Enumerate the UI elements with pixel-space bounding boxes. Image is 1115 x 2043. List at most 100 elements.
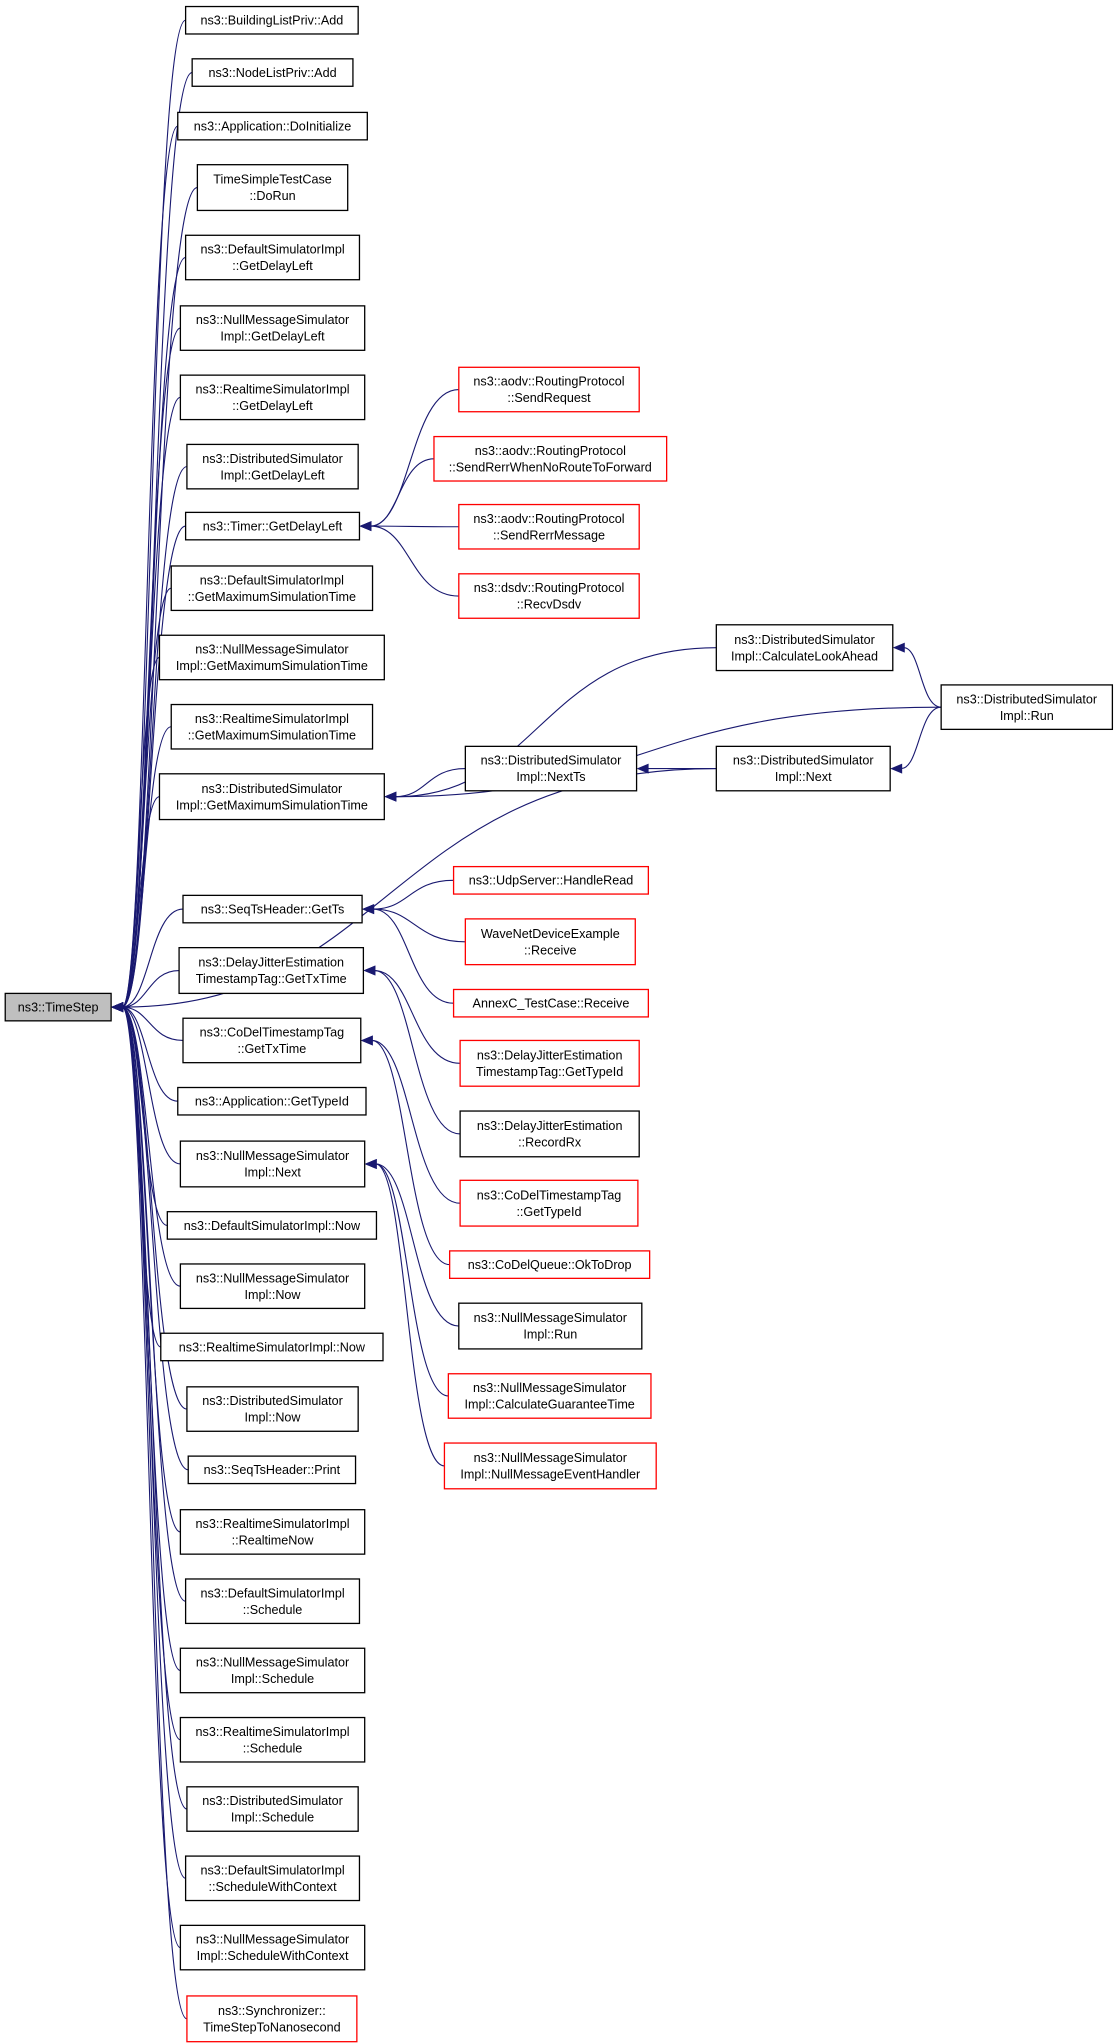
node-label: ns3::SeqTsHeader::Print — [204, 1463, 341, 1477]
edge-drun-to-dnext — [901, 706, 942, 770]
node-ns3-realtimesimulatorimpl-getdelayleft[interactable]: ns3::RealtimeSimulatorImpl::GetDelayLeft — [179, 374, 366, 421]
node-ns3-aodv-routingprotocol-sendrerrwhennoroutetoforward[interactable]: ns3::aodv::RoutingProtocol::SendRerrWhen… — [433, 435, 668, 482]
node-ns3-application-gettypeid[interactable]: ns3::Application::GetTypeId — [177, 1086, 367, 1116]
node-ns3-realtimesimulatorimpl-schedule[interactable]: ns3::RealtimeSimulatorImpl::Schedule — [179, 1716, 366, 1763]
node-timesimpletestcase-dorun[interactable]: TimeSimpleTestCase::DoRun — [196, 164, 349, 212]
node-ns3-distributedsimulator-impl-calculatelookahead[interactable]: ns3::DistributedSimulatorImpl::Calculate… — [715, 624, 894, 672]
node-ns3-timer-getdelayleft[interactable]: ns3::Timer::GetDelayLeft — [184, 511, 361, 541]
node-label: Impl::Run — [1000, 709, 1054, 723]
edge-nmrun-to-nmnext — [375, 1163, 459, 1327]
node-ns3-codeltimestamptag-gettxtime[interactable]: ns3::CoDelTimestampTag::GetTxTime — [182, 1017, 362, 1064]
node-ns3-codelqueue-oktodrop[interactable]: ns3::CoDelQueue::OkToDrop — [449, 1250, 651, 1279]
node-label: ns3::dsdv::RoutingProtocol — [474, 581, 625, 595]
node-ns3-defaultsimulatorimpl-schedulewithcontext[interactable]: ns3::DefaultSimulatorImpl::ScheduleWithC… — [184, 1855, 361, 1902]
node-label: ns3::DefaultSimulatorImpl — [200, 1863, 344, 1877]
node-ns3-defaultsimulatorimpl-getdelayleft[interactable]: ns3::DefaultSimulatorImpl::GetDelayLeft — [184, 234, 361, 281]
node-label: ::DoRun — [249, 189, 295, 203]
node-box — [458, 1302, 643, 1350]
node-ns3-realtimesimulatorimpl-realtimenow[interactable]: ns3::RealtimeSimulatorImpl::RealtimeNow — [179, 1509, 366, 1555]
node-label: ::GetDelayLeft — [232, 399, 313, 413]
node-label: ns3::DistributedSimulator — [202, 1794, 343, 1808]
node-ns3-defaultsimulatorimpl-getmaximumsimulationtime[interactable]: ns3::DefaultSimulatorImpl::GetMaximumSim… — [170, 565, 374, 612]
node-label: ns3::RealtimeSimulatorImpl — [196, 383, 350, 397]
edge-n29-to-ts — [121, 1006, 187, 1879]
edges-layer — [111, 19, 942, 2020]
node-ns3-distributedsimulator-impl-getmaximumsimulationtime[interactable]: ns3::DistributedSimulatorImpl::GetMaximu… — [158, 773, 385, 821]
node-ns3-realtimesimulatorimpl-now[interactable]: ns3::RealtimeSimulatorImpl::Now — [160, 1332, 384, 1362]
edge-n11-to-ts — [121, 656, 160, 1008]
node-ns3-timestep[interactable]: ns3::TimeStep — [4, 992, 112, 1022]
edge-n12-to-ts — [121, 726, 172, 1008]
node-box — [447, 1373, 652, 1419]
node-label: Impl::Next — [775, 770, 832, 784]
arrowhead — [892, 642, 905, 653]
node-ns3-defaultsimulatorimpl-now[interactable]: ns3::DefaultSimulatorImpl::Now — [166, 1211, 378, 1240]
edge-nmhandler-to-nmnext — [375, 1163, 445, 1467]
node-ns3-seqtsheader-print[interactable]: ns3::SeqTsHeader::Print — [187, 1455, 357, 1485]
node-ns3-aodv-routingprotocol-sendrerrmessage[interactable]: ns3::aodv::RoutingProtocol::SendRerrMess… — [458, 503, 640, 550]
node-ns3-nullmessagesimulator-impl-getdelayleft[interactable]: ns3::NullMessageSimulatorImpl::GetDelayL… — [179, 305, 366, 351]
node-ns3-defaultsimulatorimpl-schedule[interactable]: ns3::DefaultSimulatorImpl::Schedule — [184, 1578, 361, 1625]
edge-annex-to-seqts — [373, 908, 454, 1004]
node-ns3-distributedsimulator-impl-getdelayleft[interactable]: ns3::DistributedSimulatorImpl::GetDelayL… — [186, 443, 359, 490]
node-label: ns3::Synchronizer:: — [218, 2004, 326, 2018]
node-ns3-udpserver-handleread[interactable]: ns3::UdpServer::HandleRead — [452, 865, 649, 895]
node-label: WaveNetDeviceExample — [481, 927, 620, 941]
node-label: Impl::CalculateLookAhead — [731, 649, 878, 663]
node-ns3-aodv-routingprotocol-sendrequest[interactable]: ns3::aodv::RoutingProtocol::SendRequest — [458, 366, 640, 413]
node-label: ns3::RealtimeSimulatorImpl::Now — [179, 1340, 366, 1354]
node-label: ::GetMaximumSimulationTime — [188, 728, 356, 742]
node-label: ns3::NullMessageSimulator — [196, 1656, 349, 1670]
node-ns3-delayjitterestimation-timestamptag-gettxtime[interactable]: ns3::DelayJitterEstimationTimestampTag::… — [178, 946, 365, 995]
node-ns3-nullmessagesimulator-impl-schedulewithcontext[interactable]: ns3::NullMessageSimulatorImpl::ScheduleW… — [179, 1924, 366, 1971]
node-box — [179, 1716, 366, 1763]
node-ns3-codeltimestamptag-gettypeid[interactable]: ns3::CoDelTimestampTag::GetTypeId — [459, 1179, 639, 1227]
node-ns3-delayjitterestimation-timestamptag-gettypeid[interactable]: ns3::DelayJitterEstimationTimestampTag::… — [459, 1039, 640, 1087]
node-label: Impl::Now — [245, 1411, 302, 1425]
edge-n17-to-ts — [122, 1006, 178, 1102]
edge-n22-to-ts — [121, 1006, 188, 1410]
node-ns3-nullmessagesimulator-impl-getmaximumsimulationtime[interactable]: ns3::NullMessageSimulatorImpl::GetMaximu… — [158, 634, 385, 681]
node-box — [459, 1110, 640, 1158]
node-ns3-nodelistpriv-add[interactable]: ns3::NodeListPriv::Add — [191, 58, 354, 87]
node-label: Impl::NextTs — [516, 770, 585, 784]
node-ns3-dsdv-routingprotocol-recvdsdv[interactable]: ns3::dsdv::RoutingProtocol::RecvDsdv — [458, 573, 640, 619]
node-box — [187, 1455, 357, 1485]
node-label: ns3::NullMessageSimulator — [473, 1381, 626, 1395]
edge-n25-to-ts — [121, 1006, 186, 1602]
arrowhead — [364, 1158, 377, 1169]
node-ns3-realtimesimulatorimpl-getmaximumsimulationtime[interactable]: ns3::RealtimeSimulatorImpl::GetMaximumSi… — [170, 703, 374, 750]
edge-djrx-to-djtx — [374, 969, 461, 1135]
arrowhead — [111, 1002, 124, 1013]
node-ns3-delayjitterestimation-recordrx[interactable]: ns3::DelayJitterEstimation::RecordRx — [459, 1110, 640, 1158]
node-box — [184, 1578, 361, 1625]
node-box — [179, 374, 366, 421]
node-ns3-application-doinitialize[interactable]: ns3::Application::DoInitialize — [177, 111, 368, 141]
node-label: Impl::Schedule — [231, 1811, 314, 1825]
node-label: ns3::aodv::RoutingProtocol — [473, 512, 624, 526]
node-ns3-nullmessagesimulator-impl-calculateguaranteetime[interactable]: ns3::NullMessageSimulatorImpl::Calculate… — [447, 1373, 652, 1419]
arrowhead — [636, 763, 649, 774]
arrowhead — [363, 965, 376, 976]
edge-drun-to-dmax — [395, 706, 942, 798]
node-ns3-synchronizer-timesteptonanosecond[interactable]: ns3::Synchronizer::TimeStepToNanosecond — [186, 1995, 358, 2043]
node-ns3-nullmessagesimulator-impl-nullmessageeventhandler[interactable]: ns3::NullMessageSimulatorImpl::NullMessa… — [443, 1442, 657, 1490]
node-box — [191, 58, 354, 87]
node-ns3-seqtsheader-getts[interactable]: ns3::SeqTsHeader::GetTs — [182, 894, 363, 924]
node-box — [186, 1386, 359, 1432]
node-wavenetdeviceexample-receive[interactable]: WaveNetDeviceExample::Receive — [464, 918, 636, 966]
node-ns3-buildinglistpriv-add[interactable]: ns3::BuildingListPriv::Add — [184, 5, 359, 35]
edge-codeltx-to-ts — [122, 1006, 184, 1041]
node-annexc-testcase-receive[interactable]: AnnexC_TestCase::Receive — [452, 988, 649, 1018]
node-box — [184, 1855, 361, 1902]
node-label: TimestampTag::GetTxTime — [196, 972, 347, 986]
